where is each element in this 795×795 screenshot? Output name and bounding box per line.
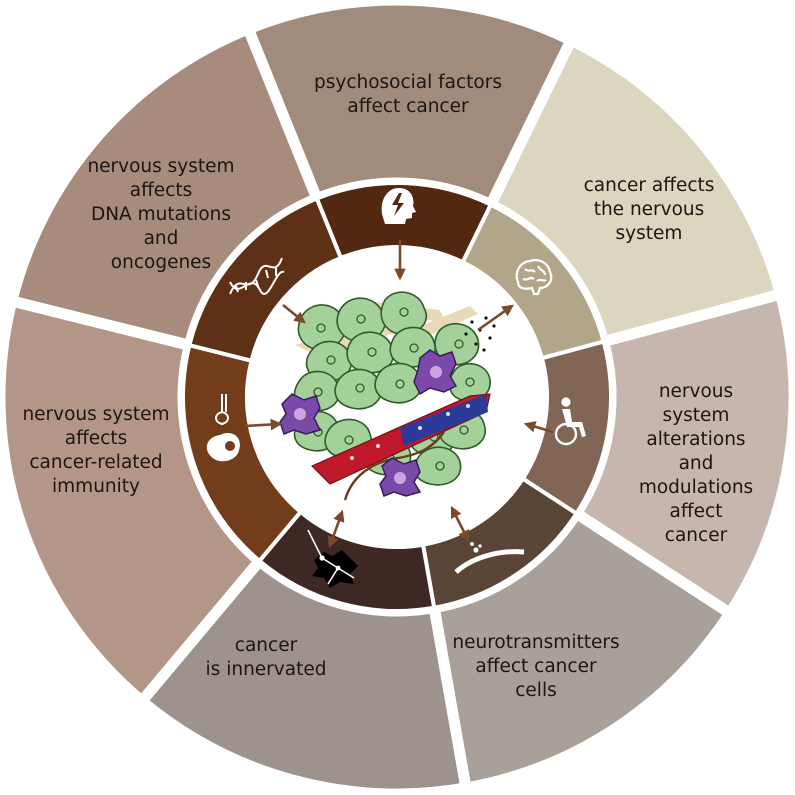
center-area [247, 247, 547, 547]
label-alterations: nervous system alterations and modulatio… [638, 381, 754, 546]
arrow-immunity [244, 418, 283, 431]
synapse-release-icon [454, 542, 525, 574]
dna-helix-icon [229, 257, 285, 295]
nerve-immune-cell-icon [206, 394, 240, 462]
head-lightning-icon [381, 188, 416, 224]
inner-ring [181, 181, 613, 613]
arrow-innervated [327, 509, 345, 549]
wheelchair-person-icon [554, 397, 586, 446]
label-dna: nervous system affects DNA mutations and… [87, 156, 235, 273]
arrow-alterations [523, 421, 554, 434]
arrows [244, 240, 554, 549]
label-cancer-affects-ns: cancer affects the nervous system [583, 175, 715, 244]
tumor-microenvironment-icon [279, 291, 496, 501]
label-psychosocial: psychosocial factors affect cancer [313, 72, 503, 117]
innervated-cell-icon [307, 529, 358, 588]
arrow-cancer-affects-ns [477, 304, 514, 332]
label-innervated: cancer is innervated [205, 635, 327, 680]
arrow-neurotransmitters [450, 505, 470, 543]
arrow-dna [282, 303, 306, 324]
label-neurotransmitters: neurotransmitters affect cancer cells [452, 632, 620, 701]
label-immunity: nervous system affects cancer-related im… [22, 404, 170, 497]
brain-icon [515, 258, 553, 296]
